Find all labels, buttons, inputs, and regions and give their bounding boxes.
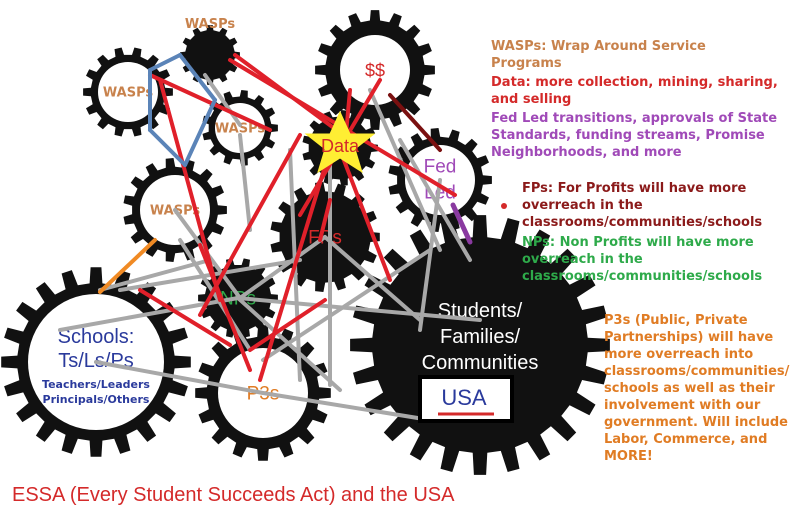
blue-connector-line: [183, 98, 217, 167]
wasps-top-label: WASPs: [185, 17, 235, 32]
gray-connector-line: [203, 73, 242, 127]
gray-connector-line: [236, 296, 482, 322]
gray-connector-line: [94, 360, 265, 395]
gray-connector-line: [236, 296, 342, 392]
red-connector-line: [248, 298, 327, 352]
gear-label-students_3: Communities: [422, 352, 539, 374]
red-connector-line: [148, 73, 272, 132]
red-connector-line: [338, 148, 392, 282]
gear-label-money: $$: [365, 60, 385, 80]
legend-wasps: WASPs: Wrap Around Service Programs: [491, 39, 706, 71]
red-connector-line: [318, 198, 332, 242]
gear-students: Students/Families/Communities: [350, 215, 610, 475]
gear-wasps-top: [180, 25, 240, 85]
blue-connector-line: [148, 53, 182, 72]
gear-label-schools_1: Schools:: [58, 326, 135, 348]
red-connector-line: [198, 243, 252, 372]
page-title: ESSA (Every Student Succeeds Act) and th…: [12, 484, 455, 506]
bullet-dot: [501, 203, 507, 209]
gray-connector-line: [368, 88, 442, 252]
connector-lines: [58, 53, 482, 422]
usa-label: USA: [441, 385, 487, 410]
gray-connector-line: [323, 235, 422, 322]
gray-connector-line: [418, 178, 442, 332]
gear-wasps-top-body: [180, 25, 240, 85]
gray-connector-line: [238, 235, 327, 300]
orange-connector-line: [98, 238, 157, 294]
gear-wasps-mid-hub: [215, 103, 265, 153]
blue-connector-line: [148, 128, 187, 167]
legend-fps: FPs: For Profits will have more overreac…: [522, 181, 763, 230]
red-connector-line: [158, 78, 222, 302]
red-connector-line: [138, 288, 232, 347]
legend-nps: NPs: Non Profits will have more overreac…: [522, 235, 763, 284]
legend-data: Data: more collection, mining, sharing, …: [491, 75, 778, 107]
gear-money: $$: [315, 10, 435, 130]
gear-wasps-mid: WASPs: [202, 90, 278, 166]
gear-label-wasps_mid: WASPs: [215, 122, 265, 137]
gear-label-fed_led_1: Fed: [424, 157, 457, 178]
gray-connector-line: [398, 138, 472, 262]
dark-red-connector-line: [388, 93, 442, 152]
gear-label-schools_4: Principals/Others: [43, 393, 150, 406]
gear-money-hub: [340, 35, 410, 105]
gear-wasps-left-hub: [98, 62, 158, 122]
legend-fed-led: Fed Led transitions, approvals of State …: [491, 111, 778, 160]
gear-students-body: [350, 215, 610, 475]
data-label: Data: [321, 136, 360, 156]
gear-wasps-left: WASPs: [83, 47, 173, 137]
legend-p3s: P3s (Public, Private Partnerships) will …: [604, 313, 790, 464]
usa-box: [418, 375, 514, 423]
purple-connector-line: [450, 202, 473, 245]
gray-connector-line: [261, 391, 432, 422]
gray-connector-line: [238, 133, 252, 232]
data-star: [304, 110, 376, 174]
gray-connector-line: [98, 258, 212, 292]
gray-connector-line: [261, 248, 432, 362]
overlay-layer: Data WASPs USA: [185, 17, 514, 423]
gear-label-students_2: Families/: [440, 326, 520, 348]
blue-connector-line: [178, 53, 217, 102]
gear-label-schools_3: Teachers/Leaders: [42, 378, 150, 391]
gray-connector-line: [178, 238, 252, 352]
red-connector-line: [258, 148, 332, 382]
gear-label-wasps_left: WASPs: [103, 86, 153, 101]
